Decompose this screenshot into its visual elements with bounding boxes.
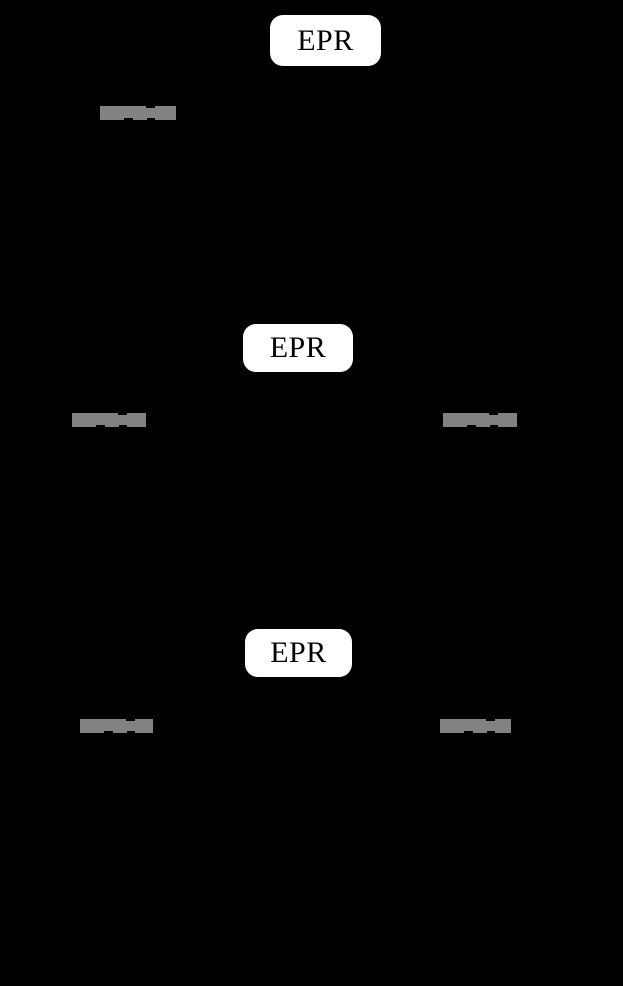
glyph-fragment bbox=[146, 106, 155, 108]
epr-source-box-middle: EPR bbox=[243, 324, 353, 372]
epr-label-bottom: EPR bbox=[270, 636, 327, 669]
glyph-fragment bbox=[119, 425, 127, 427]
glyph-fragment bbox=[490, 425, 498, 427]
glyph-fragment bbox=[96, 425, 105, 427]
glyph-fragment bbox=[486, 719, 495, 721]
epr-label-top: EPR bbox=[297, 23, 354, 57]
glyph-fragment bbox=[126, 719, 135, 721]
glyph-fragment bbox=[124, 118, 133, 120]
epr-source-box-top: EPR bbox=[270, 15, 381, 66]
glyph-fragment bbox=[487, 731, 495, 733]
glyph-fragment bbox=[118, 413, 127, 415]
epr-label-middle: EPR bbox=[269, 331, 327, 364]
epr-source-box-bottom: EPR bbox=[245, 629, 352, 677]
glyph-fragment bbox=[467, 425, 476, 427]
redacted-label-bar-middle-right bbox=[443, 413, 517, 427]
glyph-fragment bbox=[104, 731, 113, 733]
glyph-fragment bbox=[464, 731, 473, 733]
redacted-label-bar-middle-left bbox=[72, 413, 146, 427]
glyph-fragment bbox=[147, 118, 155, 120]
redacted-label-bar-top-left bbox=[100, 106, 176, 120]
glyph-fragment bbox=[489, 413, 498, 415]
redacted-label-bar-bottom-right bbox=[440, 719, 511, 733]
glyph-fragment bbox=[127, 731, 135, 733]
redacted-label-bar-bottom-left bbox=[80, 719, 153, 733]
